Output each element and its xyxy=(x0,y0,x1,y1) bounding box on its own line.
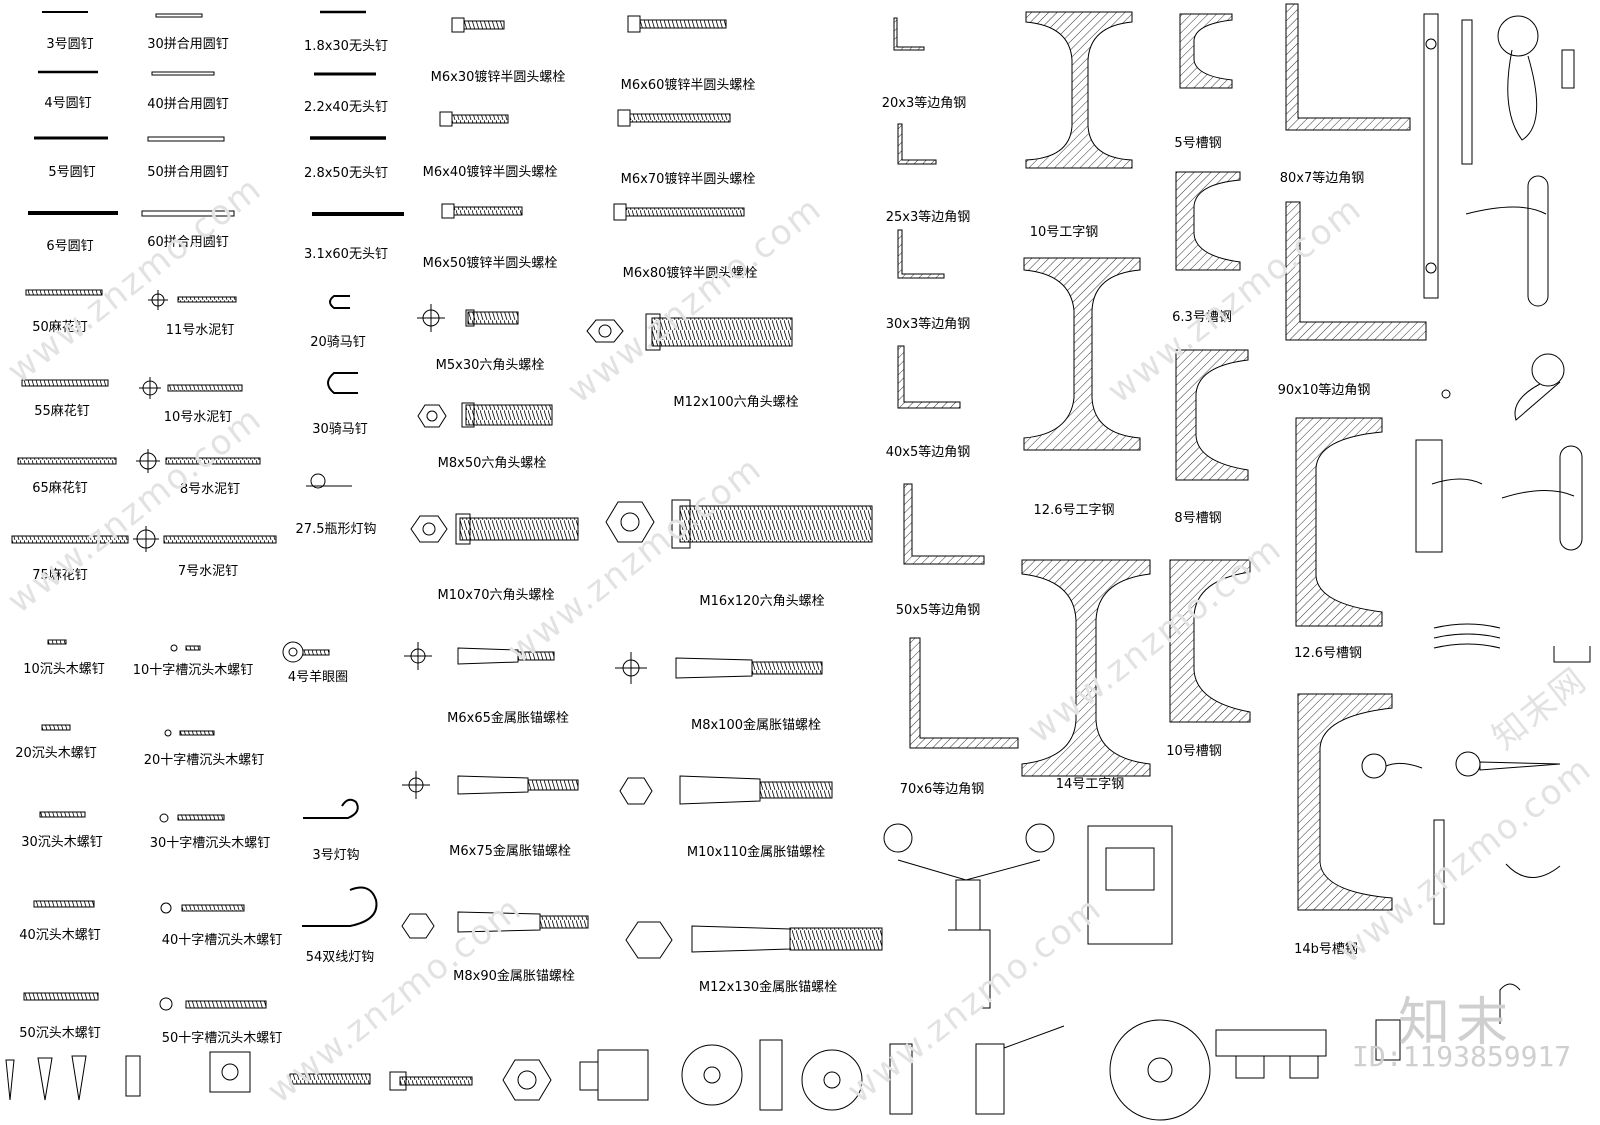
i-beam-sections xyxy=(1021,11,1151,777)
watermark-id: ID:1193859917 xyxy=(1352,1040,1572,1073)
label-anchor-m10x110: M10x110金属胀锚螺栓 xyxy=(686,845,826,860)
label-angle-40x5: 40x5等边角钢 xyxy=(885,445,971,460)
label-headless-1830: 1.8x30无头钉 xyxy=(304,39,388,54)
label-nail-6: 6号圆钉 xyxy=(46,239,94,254)
label-angle-20x3: 20x3等边角钢 xyxy=(881,96,967,111)
label-hex-m5x30: M5x30六角头螺栓 xyxy=(435,358,545,373)
label-anchor-m6x75: M6x75金属胀锚螺栓 xyxy=(449,844,571,859)
label-panel-nail-50: 50拼合用圆钉 xyxy=(147,165,229,180)
label-anchor-m6x65: M6x65金属胀锚螺栓 xyxy=(447,711,569,726)
label-panel-nail-40: 40拼合用圆钉 xyxy=(147,97,229,112)
label-cement-10: 10号水泥钉 xyxy=(163,410,233,425)
label-channel-63: 6.3号槽钢 xyxy=(1172,310,1232,325)
label-bolt-m6x50: M6x50镀锌半圆头螺栓 xyxy=(422,256,558,271)
label-bolt-m6x40: M6x40镀锌半圆头螺栓 xyxy=(422,165,558,180)
label-lamp-hook-3: 3号灯钩 xyxy=(312,848,360,863)
label-angle-70x6: 70x6等边角钢 xyxy=(899,782,985,797)
label-cement-11: 11号水泥钉 xyxy=(165,323,235,338)
round-head-bolts xyxy=(439,15,745,221)
channel-steel-sections xyxy=(1169,13,1251,723)
label-channel-5: 5号槽钢 xyxy=(1174,136,1222,151)
label-ibeam-126: 12.6号工字钢 xyxy=(1033,503,1115,518)
label-ibeam-14: 14号工字钢 xyxy=(1055,777,1125,792)
label-twist-50: 50麻花钉 xyxy=(32,320,88,335)
label-bolt-m6x60: M6x60镀锌半圆头螺栓 xyxy=(620,78,756,93)
panel-nails xyxy=(141,13,235,217)
label-phillips-screw-50: 50十字槽沉头木螺钉 xyxy=(161,1031,283,1046)
label-nail-4: 4号圆钉 xyxy=(44,96,92,111)
label-wood-screw-10: 10沉头木螺钉 xyxy=(23,662,105,677)
label-twist-55: 55麻花钉 xyxy=(34,404,90,419)
label-anchor-m8x90: M8x90金属胀锚螺栓 xyxy=(453,969,575,984)
label-hex-m16x120: M16x120六角头螺栓 xyxy=(699,594,825,609)
expansion-anchor-bolts xyxy=(401,642,883,959)
label-wood-screw-20: 20沉头木螺钉 xyxy=(15,746,97,761)
label-wood-screw-40: 40沉头木螺钉 xyxy=(19,928,101,943)
label-headless-2850: 2.8x50无头钉 xyxy=(304,166,388,181)
label-angle-80x7: 80x7等边角钢 xyxy=(1279,171,1365,186)
label-anchor-m8x100: M8x100金属胀锚螺栓 xyxy=(691,718,821,733)
label-headless-2240: 2.2x40无头钉 xyxy=(304,100,388,115)
label-eye-4: 4号羊眼圈 xyxy=(287,670,349,685)
label-staple-30: 30骑马钉 xyxy=(312,422,368,437)
label-hex-m12x100: M12x100六角头螺栓 xyxy=(673,395,799,410)
label-angle-25x3: 25x3等边角钢 xyxy=(885,210,971,225)
label-staple-20: 20骑马钉 xyxy=(310,335,366,350)
twist-nails xyxy=(11,289,129,544)
label-ibeam-10: 10号工字钢 xyxy=(1029,225,1099,240)
label-bolt-m6x70: M6x70镀锌半圆头螺栓 xyxy=(620,172,756,187)
label-anchor-m12x130: M12x130金属胀锚螺栓 xyxy=(698,980,838,995)
wood-screws xyxy=(23,639,99,1001)
label-nail-5: 5号圆钉 xyxy=(48,165,96,180)
label-panel-nail-60: 60拼合用圆钉 xyxy=(147,235,229,250)
label-wood-screw-50: 50沉头木螺钉 xyxy=(19,1026,101,1041)
label-wood-screw-30: 30沉头木螺钉 xyxy=(21,835,103,850)
label-phillips-screw-20: 20十字槽沉头木螺钉 xyxy=(143,753,265,768)
label-twist-75: 75麻花钉 xyxy=(32,568,88,583)
hex-head-bolts xyxy=(410,304,873,549)
label-hex-m10x70: M10x70六角头螺栓 xyxy=(437,588,555,603)
casters-and-brackets xyxy=(5,823,1521,1121)
headless-nails-staples-hooks xyxy=(282,10,404,927)
angle-steel-sections xyxy=(893,17,1019,749)
door-handle-hardware xyxy=(1361,13,1591,925)
phillips-wood-screws xyxy=(159,644,267,1011)
label-channel-14b: 14b号槽钢 xyxy=(1294,942,1358,957)
label-hex-m8x50: M8x50六角头螺栓 xyxy=(437,456,547,471)
label-channel-126: 12.6号槽钢 xyxy=(1294,646,1362,661)
label-cement-8: 8号水泥钉 xyxy=(179,482,241,497)
label-bolt-m6x80: M6x80镀锌半圆头螺栓 xyxy=(622,266,758,281)
label-channel-10: 10号槽钢 xyxy=(1166,744,1222,759)
large-sections xyxy=(1285,3,1427,911)
round-nails xyxy=(28,11,118,215)
label-lamp-hook-54: 54双线灯钩 xyxy=(305,950,375,965)
label-panel-nail-30: 30拼合用圆钉 xyxy=(147,37,229,52)
label-angle-30x3: 30x3等边角钢 xyxy=(885,317,971,332)
label-phillips-screw-10: 10十字槽沉头木螺钉 xyxy=(132,663,254,678)
cement-nails xyxy=(133,290,277,552)
label-hook-275: 27.5瓶形灯钩 xyxy=(295,522,377,537)
label-phillips-screw-30: 30十字槽沉头木螺钉 xyxy=(149,836,271,851)
label-channel-8: 8号槽钢 xyxy=(1174,511,1222,526)
label-headless-3160: 3.1x60无头钉 xyxy=(304,247,388,262)
watermark-logo: 知末 xyxy=(1398,993,1515,1053)
label-bolt-m6x30: M6x30镀锌半圆头螺栓 xyxy=(430,70,566,85)
label-cement-7: 7号水泥钉 xyxy=(177,564,239,579)
label-phillips-screw-40: 40十字槽沉头木螺钉 xyxy=(161,933,283,948)
label-angle-50x5: 50x5等边角钢 xyxy=(895,603,981,618)
label-twist-65: 65麻花钉 xyxy=(32,481,88,496)
label-angle-90x10: 90x10等边角钢 xyxy=(1277,383,1371,398)
label-nail-3: 3号圆钉 xyxy=(46,37,94,52)
